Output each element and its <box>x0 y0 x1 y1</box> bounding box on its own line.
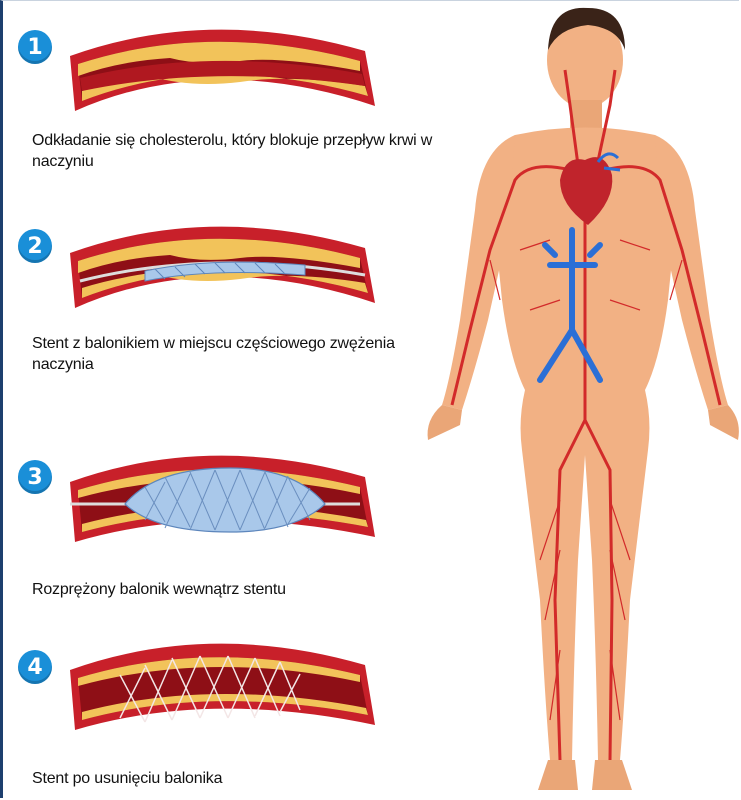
step-number-badge: 2 <box>18 229 52 263</box>
expanded-balloon-in-stent-icon <box>60 442 380 552</box>
right-hand <box>708 405 739 440</box>
stent-after-balloon-removal-icon <box>60 630 380 740</box>
step-caption: Odkładanie się cholesterolu, który bloku… <box>32 130 452 172</box>
step-4: 4 Stent po usunięciu balonika <box>0 630 460 800</box>
human-body-circulatory-illustration <box>420 0 741 800</box>
step-number-badge: 3 <box>18 460 52 494</box>
step-caption: Rozprężony balonik wewnątrz stentu <box>32 579 452 600</box>
step-caption: Stent po usunięciu balonika <box>32 768 452 789</box>
step-3: 3 Rozprężony balonik wewnątrz stentu <box>0 430 460 610</box>
right-foot <box>592 760 632 790</box>
artery-with-plaque-icon <box>60 16 380 116</box>
step-2: 2 Stent z balonikiem w miejscu częściowe… <box>0 205 460 375</box>
step-number-badge: 1 <box>18 30 52 64</box>
stent-with-balloon-icon <box>60 213 380 313</box>
left-hand <box>428 405 462 440</box>
step-number-badge: 4 <box>18 650 52 684</box>
legs <box>521 390 650 760</box>
step-1: 1 Odkładanie się cholesterolu, który blo… <box>0 0 460 190</box>
step-caption: Stent z balonikiem w miejscu częściowego… <box>32 333 452 375</box>
left-foot <box>538 760 578 790</box>
